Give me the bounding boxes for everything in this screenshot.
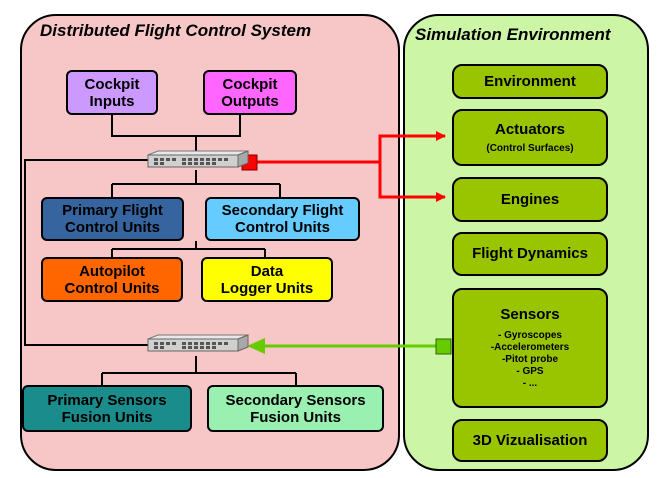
autopilot-control-units-box: Autopilot Control Units — [41, 257, 183, 302]
green-link-endpoint — [435, 338, 452, 355]
network-switch-icon — [147, 334, 249, 352]
primary-sensors-fusion-units-box: Primary Sensors Fusion Units — [22, 385, 192, 432]
fcs-title: Distributed Flight Control System — [40, 21, 312, 40]
cockpit-link — [111, 114, 241, 137]
cockpit-inputs-box: Cockpit Inputs — [66, 70, 158, 115]
3d-visualization-box: 3D Vizualisation — [452, 419, 608, 462]
3d-visualization-label: 3D Vizualisation — [472, 431, 588, 449]
primary-flight-control-units-box: Primary Flight Control Units — [41, 197, 184, 241]
red-link-actuators — [250, 131, 446, 164]
sensors-label: Sensors — [500, 306, 560, 323]
engines-box: Engines — [452, 177, 608, 222]
red-link-engines — [378, 162, 446, 202]
sensors-box: Sensors - Gyroscopes -Accelerometers -Pi… — [452, 288, 608, 408]
flight-dynamics-box: Flight Dynamics — [452, 232, 608, 276]
data-logger-units-box: Data Logger Units — [201, 257, 333, 302]
environment-box: Environment — [452, 64, 608, 99]
green-arrowhead — [247, 338, 265, 354]
environment-label: Environment — [484, 72, 576, 90]
actuators-sublabel: (Control Surfaces) — [486, 142, 574, 154]
sim-title: Simulation Environment — [415, 25, 611, 44]
actuators-label: Actuators — [494, 120, 565, 138]
flight-dynamics-label: Flight Dynamics — [472, 245, 588, 262]
left-bus — [24, 159, 148, 346]
network-switch-icon — [147, 150, 249, 168]
secondary-flight-control-units-box: Secondary Flight Control Units — [205, 197, 360, 241]
secondary-sensors-fusion-units-box: Secondary Sensors Fusion Units — [207, 385, 384, 432]
engines-label: Engines — [500, 190, 560, 208]
actuators-box: Actuators (Control Surfaces) — [452, 109, 608, 166]
cockpit-outputs-box: Cockpit Outputs — [203, 70, 297, 115]
sensors-list: - Gyroscopes -Accelerometers -Pitot prob… — [490, 330, 570, 389]
